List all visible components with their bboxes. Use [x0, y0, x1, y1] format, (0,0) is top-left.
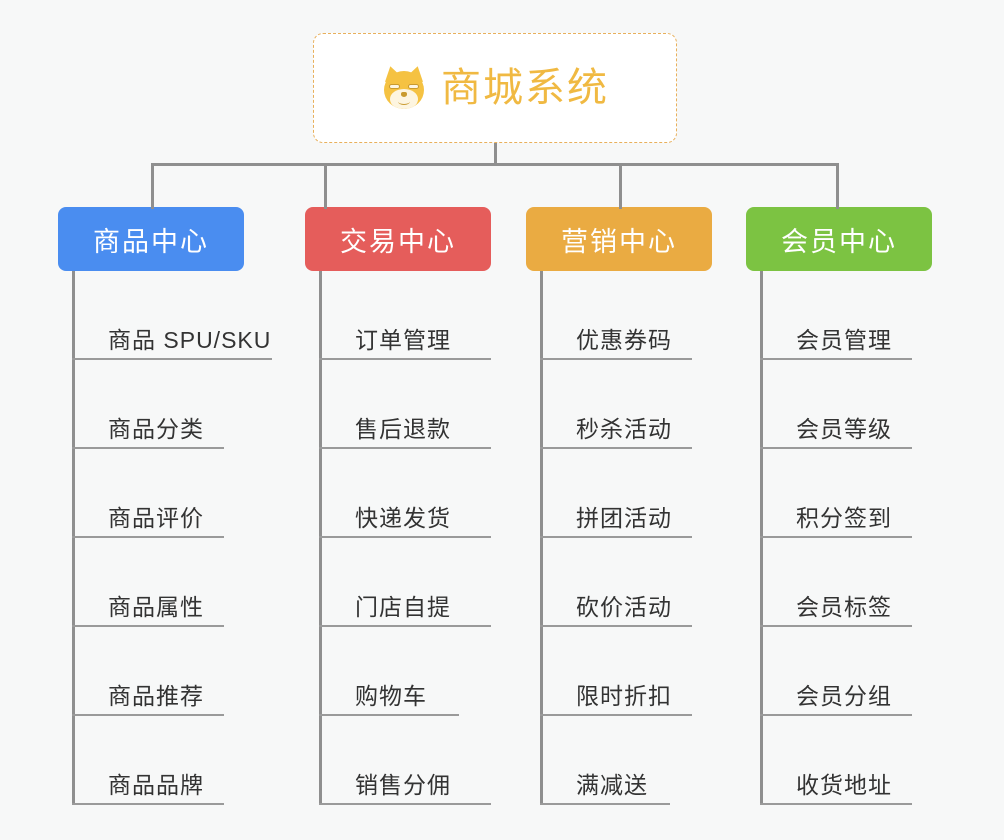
leaf-item[interactable]: 会员等级 — [760, 360, 966, 449]
category-header-2[interactable]: 交易中心 — [305, 207, 491, 271]
leaf-item-underline — [72, 536, 224, 538]
leaf-item-label: 快递发货 — [355, 505, 451, 531]
connector-horizontal-bar — [151, 163, 838, 166]
shiba-inu-dog-face-icon — [381, 64, 427, 111]
leaf-item-label: 商品 SPU/SKU — [108, 327, 272, 353]
leaf-item[interactable]: 商品分类 — [72, 360, 278, 449]
leaf-item-underline — [72, 803, 224, 805]
category-column-2: 交易中心订单管理售后退款快递发货门店自提购物车销售分佣 — [305, 207, 525, 805]
leaf-rail-4: 会员管理会员等级积分签到会员标签会员分组收货地址 — [760, 271, 966, 805]
leaf-item[interactable]: 秒杀活动 — [540, 360, 746, 449]
category-column-4: 会员中心会员管理会员等级积分签到会员标签会员分组收货地址 — [746, 207, 966, 805]
leaf-item[interactable]: 商品评价 — [72, 449, 278, 538]
leaf-item[interactable]: 购物车 — [319, 627, 525, 716]
leaf-rail-2: 订单管理售后退款快递发货门店自提购物车销售分佣 — [319, 271, 525, 805]
leaf-item[interactable]: 订单管理 — [319, 271, 525, 360]
leaf-item-label: 限时折扣 — [576, 683, 672, 709]
leaf-item-underline — [72, 358, 272, 360]
leaf-rail-3: 优惠券码秒杀活动拼团活动砍价活动限时折扣满减送 — [540, 271, 746, 805]
leaf-item-underline — [540, 803, 670, 805]
leaf-item-label: 销售分佣 — [355, 772, 451, 798]
leaf-item[interactable]: 快递发货 — [319, 449, 525, 538]
category-column-3: 营销中心优惠券码秒杀活动拼团活动砍价活动限时折扣满减送 — [526, 207, 746, 805]
leaf-item-underline — [319, 536, 491, 538]
leaf-item[interactable]: 商品 SPU/SKU — [72, 271, 278, 360]
leaf-item[interactable]: 收货地址 — [760, 716, 966, 805]
leaf-item-label: 会员分组 — [796, 683, 892, 709]
leaf-item-label: 商品推荐 — [108, 683, 204, 709]
leaf-item-label: 满减送 — [576, 772, 648, 798]
leaf-item-label: 售后退款 — [355, 416, 451, 442]
leaf-item-label: 会员等级 — [796, 416, 892, 442]
leaf-item[interactable]: 拼团活动 — [540, 449, 746, 538]
category-header-1[interactable]: 商品中心 — [58, 207, 244, 271]
leaf-item-label: 砍价活动 — [576, 594, 672, 620]
leaf-item-label: 商品分类 — [108, 416, 204, 442]
leaf-item-label: 优惠券码 — [576, 327, 672, 353]
connector-drop-1 — [151, 163, 154, 209]
leaf-item-underline — [760, 358, 912, 360]
connector-root-stem — [494, 143, 497, 165]
leaf-item-underline — [319, 714, 459, 716]
leaf-item[interactable]: 会员标签 — [760, 538, 966, 627]
leaf-item-underline — [540, 447, 692, 449]
leaf-item-label: 商品评价 — [108, 505, 204, 531]
leaf-item-label: 会员管理 — [796, 327, 892, 353]
leaf-item-label: 商品品牌 — [108, 772, 204, 798]
leaf-item-label: 收货地址 — [796, 772, 892, 798]
leaf-item-underline — [760, 447, 912, 449]
leaf-rail-1: 商品 SPU/SKU 商品分类商品评价商品属性商品推荐商品品牌 — [72, 271, 278, 805]
leaf-item[interactable]: 积分签到 — [760, 449, 966, 538]
connector-drop-2 — [324, 163, 327, 209]
leaf-item-label: 购物车 — [355, 683, 427, 709]
leaf-item[interactable]: 砍价活动 — [540, 538, 746, 627]
leaf-item[interactable]: 商品属性 — [72, 538, 278, 627]
leaf-item[interactable]: 售后退款 — [319, 360, 525, 449]
leaf-item-underline — [540, 358, 692, 360]
leaf-item-underline — [72, 714, 224, 716]
root-node-title: 商城系统 — [441, 66, 609, 110]
leaf-item-label: 拼团活动 — [576, 505, 672, 531]
leaf-item[interactable]: 会员分组 — [760, 627, 966, 716]
leaf-item-underline — [760, 536, 912, 538]
leaf-item-underline — [540, 714, 692, 716]
leaf-item-underline — [540, 536, 692, 538]
root-node-mall-system[interactable]: 商城系统 — [313, 33, 677, 143]
category-header-4[interactable]: 会员中心 — [746, 207, 932, 271]
leaf-item-underline — [540, 625, 692, 627]
leaf-item[interactable]: 会员管理 — [760, 271, 966, 360]
category-column-1: 商品中心商品 SPU/SKU 商品分类商品评价商品属性商品推荐商品品牌 — [58, 207, 278, 805]
leaf-item-underline — [72, 625, 224, 627]
leaf-item[interactable]: 限时折扣 — [540, 627, 746, 716]
leaf-item-underline — [760, 803, 912, 805]
connector-drop-4 — [836, 163, 839, 209]
leaf-item[interactable]: 优惠券码 — [540, 271, 746, 360]
leaf-item-underline — [760, 625, 912, 627]
leaf-item-underline — [319, 447, 491, 449]
leaf-item-label: 门店自提 — [355, 594, 451, 620]
leaf-item[interactable]: 销售分佣 — [319, 716, 525, 805]
leaf-item[interactable]: 门店自提 — [319, 538, 525, 627]
leaf-item-underline — [760, 714, 912, 716]
leaf-item-underline — [319, 803, 491, 805]
leaf-item-label: 会员标签 — [796, 594, 892, 620]
leaf-item-label: 订单管理 — [355, 327, 451, 353]
leaf-item[interactable]: 商品品牌 — [72, 716, 278, 805]
leaf-item[interactable]: 满减送 — [540, 716, 746, 805]
leaf-item[interactable]: 商品推荐 — [72, 627, 278, 716]
leaf-item-label: 商品属性 — [108, 594, 204, 620]
leaf-item-underline — [319, 358, 491, 360]
leaf-item-label: 积分签到 — [796, 505, 892, 531]
leaf-item-label: 秒杀活动 — [576, 416, 672, 442]
category-header-3[interactable]: 营销中心 — [526, 207, 712, 271]
connector-drop-3 — [619, 163, 622, 209]
leaf-item-underline — [72, 447, 224, 449]
leaf-item-underline — [319, 625, 491, 627]
